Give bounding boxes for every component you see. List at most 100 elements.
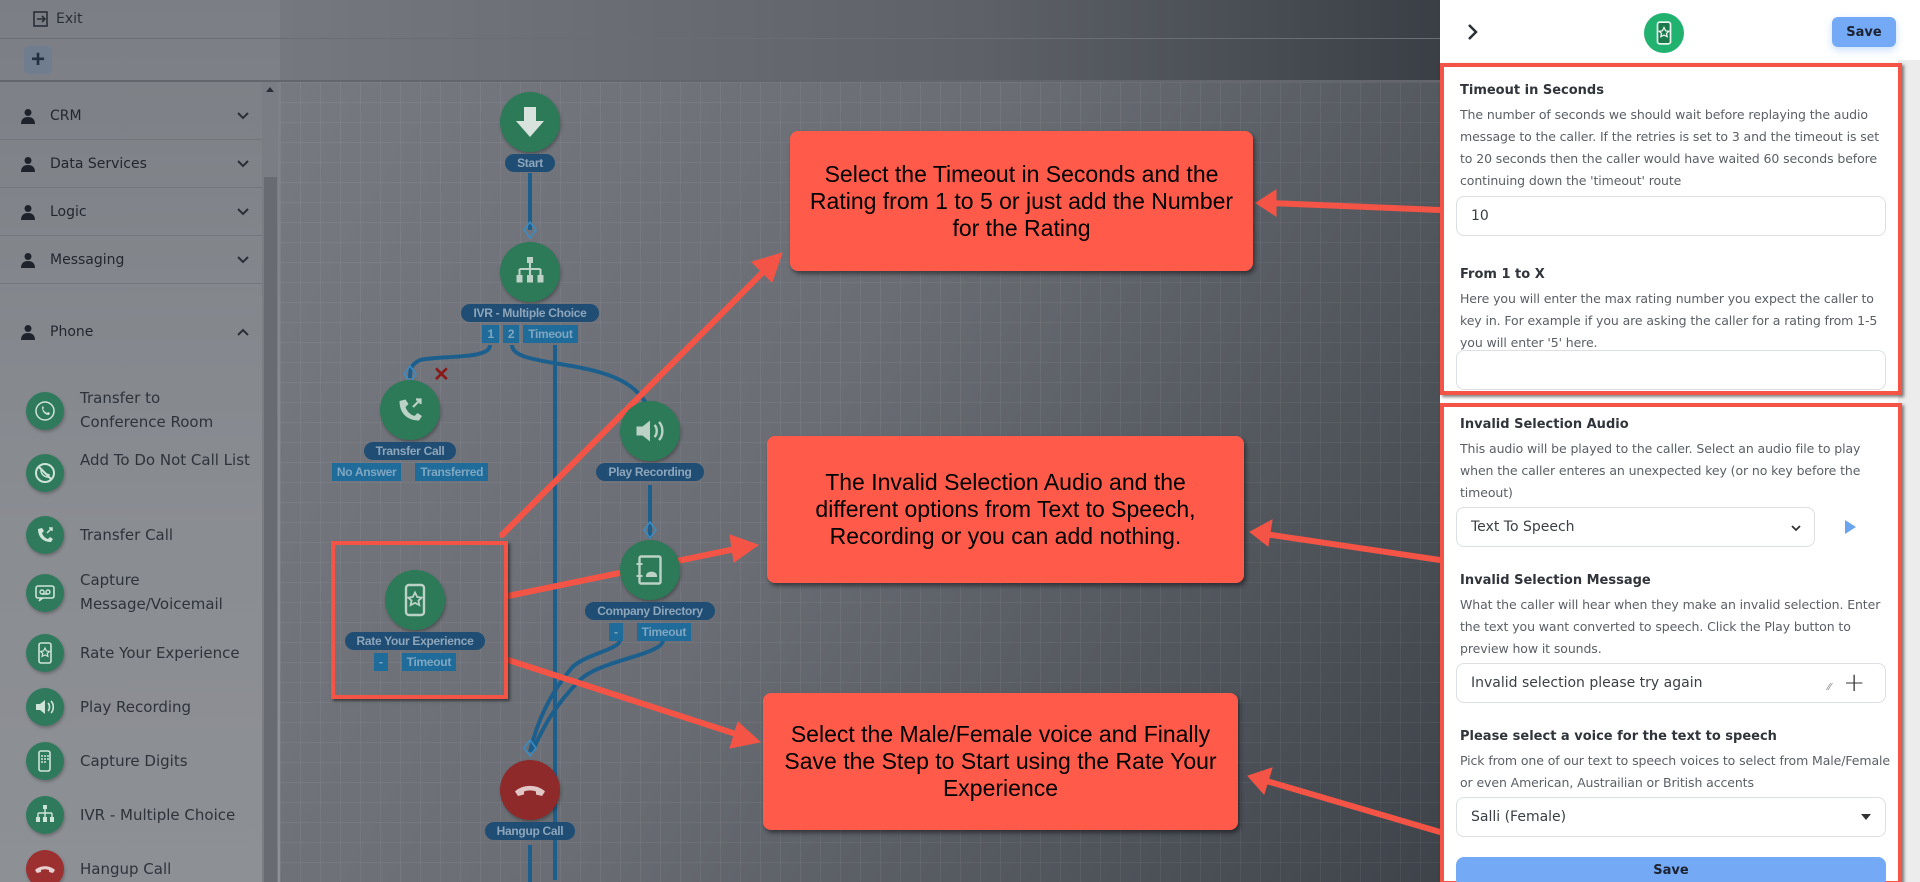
port-timeout[interactable]: Timeout: [636, 623, 692, 641]
port-dash[interactable]: -: [608, 623, 623, 641]
node-play-recording[interactable]: Play Recording: [590, 401, 710, 481]
node-ivr[interactable]: IVR - Multiple Choice 1 2 Timeout: [440, 242, 620, 343]
rate-experience-icon: [385, 570, 445, 630]
category-label: Phone: [50, 324, 94, 340]
node-label: IVR - Multiple Choice: [461, 304, 599, 322]
caret-down-icon: [1861, 814, 1871, 820]
exit-label: Exit: [56, 11, 83, 27]
divider: [0, 80, 1440, 82]
tool-label: Transfer Call: [80, 526, 174, 544]
callout-voice-save: Select the Male/Female voice and Finally…: [763, 693, 1238, 830]
tool-rate-your-experience[interactable]: Rate Your Experience: [26, 634, 240, 672]
conference-icon: [26, 392, 64, 430]
port-timeout[interactable]: Timeout: [523, 325, 578, 343]
scrollbar-thumb[interactable]: [264, 177, 277, 882]
tool-label: Rate Your Experience: [80, 644, 240, 662]
divider: [0, 38, 1440, 39]
node-company-directory[interactable]: Company Directory - Timeout: [580, 540, 720, 641]
timeout-seconds-input[interactable]: [1456, 196, 1886, 236]
exit-button[interactable]: Exit: [32, 10, 83, 28]
section-timeout-rating: Timeout in Seconds The number of seconds…: [1440, 63, 1902, 395]
port-no-answer[interactable]: No Answer: [331, 463, 402, 481]
tool-add-to-do-not-call[interactable]: Add To Do Not Call List: [26, 451, 250, 492]
invalid-message-textarea[interactable]: Invalid selection please try again ⁄⁄ +: [1456, 663, 1886, 703]
tool-label: Play Recording: [80, 698, 192, 716]
tool-hangup-call[interactable]: Hangup Call: [26, 850, 171, 882]
port-timeout[interactable]: Timeout: [401, 653, 457, 671]
hangup-icon: [500, 760, 560, 820]
hangup-icon: [26, 850, 64, 882]
tool-label: Capture Digits: [80, 752, 188, 770]
port-transferred[interactable]: Transferred: [415, 463, 489, 481]
sidebar-category-data-services[interactable]: Data Services: [0, 140, 262, 188]
node-start[interactable]: Start: [470, 92, 590, 172]
node-hangup-call[interactable]: Hangup Call: [470, 760, 590, 840]
person-icon: [21, 108, 35, 124]
node-transfer-call[interactable]: Transfer Call No Answer Transferred: [330, 380, 490, 481]
field-invalid-message: Invalid Selection Message What the calle…: [1460, 573, 1890, 660]
sidebar-category-crm[interactable]: CRM: [0, 92, 262, 140]
tool-label: Capture Message/Voicemail: [80, 571, 223, 613]
play-preview-icon[interactable]: [1845, 520, 1856, 534]
tool-label: Hangup Call: [80, 860, 172, 878]
tool-transfer-call[interactable]: Transfer Call: [26, 516, 173, 554]
tool-transfer-to-conference[interactable]: Transfer to Conference Room: [26, 389, 213, 431]
tool-ivr-multiple-choice[interactable]: IVR - Multiple Choice: [26, 796, 235, 834]
speaker-icon: [26, 688, 64, 726]
chevron-down-icon: [237, 207, 249, 215]
callout-invalid-audio: The Invalid Selection Audio and the diff…: [767, 436, 1244, 583]
step-settings-panel: Save Timeout in Seconds The number of se…: [1440, 0, 1920, 882]
max-rating-input[interactable]: [1456, 350, 1886, 390]
node-rate-your-experience[interactable]: Rate Your Experience - Timeout: [340, 570, 490, 671]
node-label: Play Recording: [596, 463, 704, 481]
node-label: Rate Your Experience: [344, 632, 486, 650]
section-invalid-selection: Invalid Selection Audio This audio will …: [1440, 403, 1902, 882]
resize-handle-icon[interactable]: ⁄⁄: [1827, 682, 1831, 693]
delete-connection-icon[interactable]: ✕: [433, 364, 450, 386]
panel-scroll-gutter[interactable]: [1898, 60, 1920, 882]
add-step-button[interactable]: +: [24, 46, 52, 74]
tool-label: Transfer to Conference Room: [80, 389, 214, 431]
chevron-up-icon: [237, 328, 249, 336]
highlight-rate-node: [331, 541, 508, 699]
port-dash[interactable]: -: [373, 653, 388, 671]
sidebar-category-logic[interactable]: Logic: [0, 188, 262, 236]
voice-select[interactable]: Salli (Female): [1456, 797, 1886, 837]
speaker-icon: [620, 401, 680, 461]
sidebar-category-phone[interactable]: Phone: [0, 308, 262, 356]
message-value: Invalid selection please try again: [1471, 675, 1703, 691]
field-invalid-audio: Invalid Selection Audio This audio will …: [1460, 417, 1890, 504]
field-timeout: Timeout in Seconds The number of seconds…: [1460, 83, 1890, 192]
sidebar-scrollbar[interactable]: [262, 82, 278, 882]
sidebar: [0, 0, 280, 882]
chevron-down-icon: [237, 111, 249, 119]
selected-value: Text To Speech: [1471, 519, 1575, 535]
keypad-icon: [26, 742, 64, 780]
plus-icon[interactable]: +: [1843, 668, 1865, 698]
node-label: Hangup Call: [484, 822, 576, 840]
max-rating-value[interactable]: [1471, 362, 1871, 378]
port-1[interactable]: 1: [482, 325, 499, 343]
category-label: Logic: [50, 203, 87, 220]
bottom-save-button[interactable]: Save: [1456, 857, 1886, 882]
person-icon: [21, 204, 35, 220]
category-label: Messaging: [50, 251, 125, 268]
chevron-down-icon: [237, 255, 249, 263]
do-not-call-icon: [26, 454, 64, 492]
transfer-call-icon: [380, 380, 440, 440]
port-2[interactable]: 2: [502, 325, 520, 343]
voicemail-icon: [26, 574, 64, 612]
exit-icon: [33, 11, 48, 27]
sidebar-category-messaging[interactable]: Messaging: [0, 236, 262, 284]
collapse-panel-chevron-icon[interactable]: [1464, 22, 1482, 42]
timeout-seconds-value[interactable]: [1471, 208, 1871, 224]
tool-capture-voicemail[interactable]: Capture Message/Voicemail: [26, 571, 223, 613]
category-label: CRM: [50, 107, 82, 124]
tool-capture-digits[interactable]: Capture Digits: [26, 742, 188, 780]
field-title: Please select a voice for the text to sp…: [1460, 729, 1777, 744]
save-button[interactable]: Save: [1832, 17, 1896, 47]
scroll-up-arrow-icon[interactable]: [266, 87, 274, 92]
node-label: Company Directory: [585, 602, 715, 620]
invalid-audio-select[interactable]: Text To Speech: [1456, 507, 1815, 547]
tool-play-recording[interactable]: Play Recording: [26, 688, 191, 726]
